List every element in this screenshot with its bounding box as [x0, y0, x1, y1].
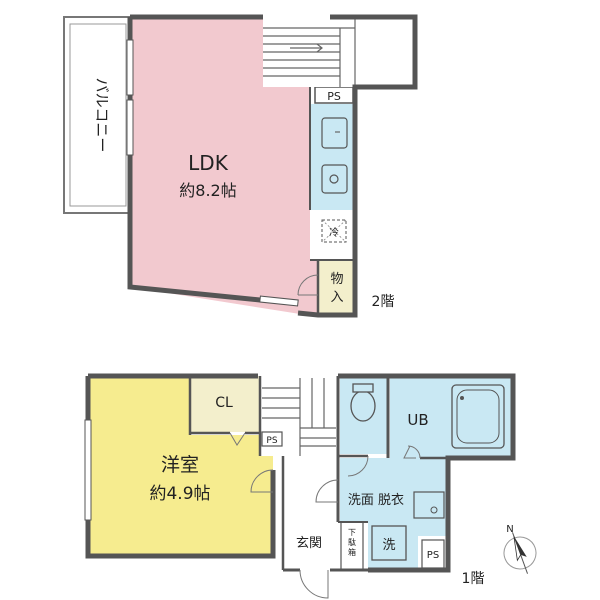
floor-1-label: 1階 [462, 571, 485, 587]
basin-icon [413, 491, 445, 519]
washroom [340, 458, 448, 570]
compass-icon [503, 532, 537, 574]
ps-label-2f: PS [327, 90, 341, 103]
entrance-label: 玄関 [296, 536, 322, 551]
sink-icon [321, 117, 348, 149]
storage-label-1: 物 [330, 272, 343, 287]
ldk-area: 約8.2帖 [179, 181, 236, 200]
storage-closet [318, 260, 353, 315]
ldk-room [130, 17, 328, 314]
stove-icon [321, 164, 348, 194]
bedroom-window [84, 419, 92, 521]
shoe-box-label-1: 下 [348, 528, 356, 537]
closet-room [190, 376, 260, 432]
ps-1f-label: PS [427, 550, 439, 561]
entrance-door-swing [299, 569, 329, 599]
balcony [63, 16, 131, 214]
closet-label: CL [215, 395, 233, 411]
shoe-box-label-2: 駄 [348, 537, 356, 547]
unit-bath-label: UB [407, 411, 428, 429]
bedroom-area: 約4.9帖 [149, 484, 210, 504]
washroom-door-swing [315, 479, 339, 503]
bath-door-swing [403, 445, 421, 459]
bedroom-door-swing [250, 469, 274, 493]
bathtub-icon [451, 384, 505, 449]
bedroom-room [88, 376, 273, 556]
fridge-icon [321, 219, 347, 243]
floor-1: PS 洗 PS [84, 373, 516, 599]
toilet-door-swing [347, 455, 369, 477]
bedroom-name: 洋室 [161, 454, 199, 476]
fridge-label: 冷 [329, 226, 339, 239]
ldk-name: LDK [188, 151, 229, 175]
floor-2: バルコニー PS [63, 14, 418, 318]
shoe-box-label-3: 箱 [348, 547, 356, 557]
compass-north-label: N [506, 524, 513, 535]
washroom-label: 洗面 脱衣 [348, 492, 404, 508]
entrance-area [283, 522, 341, 568]
balcony-inner-line [69, 23, 127, 207]
balcony-label: バルコニー [93, 78, 111, 153]
washer-label: 洗 [382, 538, 395, 553]
stairs-2f [263, 17, 415, 87]
ps-stair-label: PS [266, 436, 277, 446]
toilet-icon [350, 390, 376, 422]
wall-1f-right [338, 373, 516, 573]
washer-icon [371, 525, 407, 561]
closet-door-swing [229, 432, 246, 446]
floor-2-label: 2階 [372, 294, 395, 310]
storage-label-2: 入 [330, 290, 343, 305]
ps-box-stair [261, 431, 283, 447]
